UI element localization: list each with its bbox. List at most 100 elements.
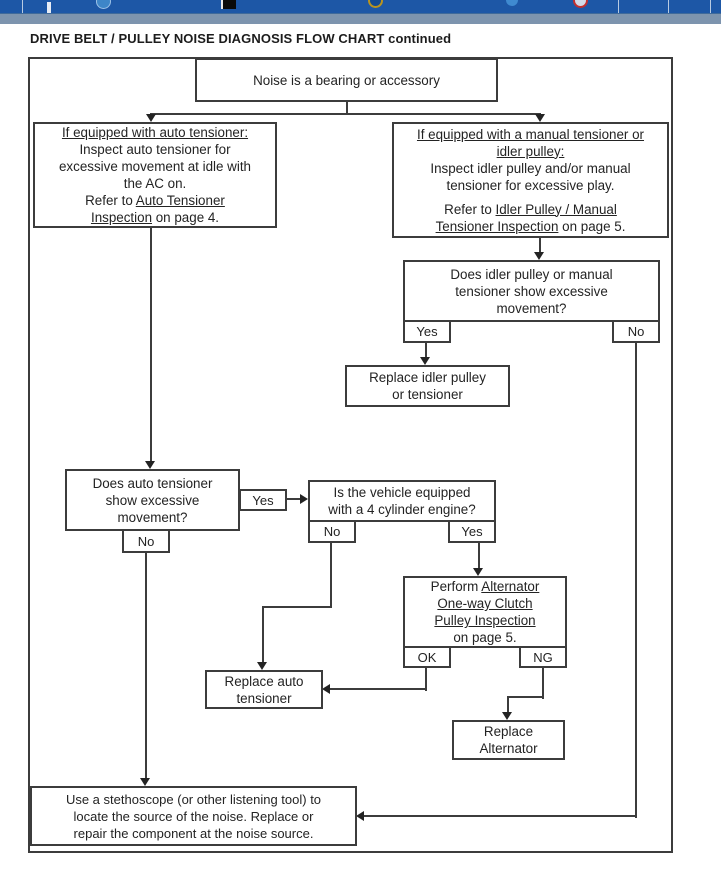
- perform-link: Alternator: [481, 579, 540, 594]
- node-line: Refer to Idler Pulley / Manual: [444, 201, 617, 218]
- arrowhead-to-stethoscope-top: [140, 778, 150, 786]
- arrowhead-to-replace-idler: [420, 357, 430, 365]
- node-line: excessive movement at idle with: [58, 159, 251, 174]
- arrowhead-to-replace-auto-right: [322, 684, 330, 694]
- node-manual-tensioner: If equipped with a manual tensioner or i…: [392, 122, 669, 238]
- node-line: locate the source of the noise. Replace …: [73, 808, 314, 824]
- white-sliver-icon[interactable]: [47, 2, 51, 13]
- node-heading: If equipped with auto tensioner:: [61, 125, 249, 140]
- connector-ok-down: [425, 668, 427, 691]
- node-line: Inspect auto tensioner for: [79, 142, 231, 157]
- arrowhead-to-replace-alternator: [502, 712, 512, 720]
- arrowhead-to-idler-question: [534, 252, 544, 260]
- node-line: tensioner for excessive play.: [446, 177, 615, 193]
- node-line: Perform Alternator: [431, 578, 540, 595]
- node-replace-alternator: Replace Alternator: [452, 720, 565, 760]
- node-line: Replace auto: [224, 673, 304, 689]
- connector-idlerno-left: [362, 815, 637, 817]
- document-icon[interactable]: [221, 0, 236, 9]
- node-perform-inspection: Perform Alternator One-way Clutch Pulley…: [403, 576, 567, 648]
- node-auto-tensioner: If equipped with auto tensioner: Inspect…: [33, 122, 277, 228]
- refer-link: Idler Pulley / Manual: [495, 201, 617, 217]
- connector-auto-to-autoq: [150, 228, 152, 463]
- refer-text: Refer to: [444, 201, 496, 217]
- node-idler-question: Does idler pulley or manual tensioner sh…: [403, 260, 660, 322]
- node-line: Does auto tensioner: [92, 475, 213, 491]
- connector-ng-left: [507, 696, 544, 698]
- node-line: repair the component at the noise source…: [73, 825, 314, 841]
- node-line: Alternator: [479, 741, 538, 756]
- refer-text: on page 5.: [558, 218, 626, 234]
- toolbar-separator: [710, 0, 711, 13]
- node-line: Does idler pulley or manual: [450, 266, 613, 282]
- node-line: tensioner: [236, 690, 292, 706]
- node-replace-auto-tensioner: Replace auto tensioner: [205, 670, 323, 709]
- label-no-vehicle: No: [308, 520, 356, 543]
- node-stethoscope: Use a stethoscope (or other listening to…: [30, 786, 357, 846]
- node-line: with a 4 cylinder engine?: [328, 502, 476, 517]
- label-ok: OK: [403, 646, 451, 668]
- connector-manual-to-idlerq: [539, 238, 541, 254]
- arrowhead-to-auto-question: [145, 461, 155, 469]
- connector-idlerno-down: [635, 342, 637, 818]
- node-line: Tensioner Inspection on page 5.: [436, 218, 626, 235]
- node-line: movement?: [117, 509, 188, 525]
- connector-autoyes-right: [287, 498, 302, 500]
- blue-globe-icon[interactable]: [96, 0, 111, 9]
- node-text: Noise is a bearing or accessory: [253, 72, 440, 88]
- label-no-auto: No: [122, 529, 170, 553]
- node-line: Replace: [483, 724, 534, 739]
- node-line: Replace idler pulley: [369, 370, 486, 385]
- perform-link: Pulley Inspection: [434, 613, 536, 628]
- node-line: tensioner show excessive: [455, 283, 608, 299]
- label-text: No: [627, 324, 645, 339]
- label-text: Yes: [461, 524, 483, 539]
- node-line: Inspection on page 4.: [91, 209, 219, 226]
- node-vehicle-question: Is the vehicle equipped with a 4 cylinde…: [308, 480, 496, 522]
- toolbar-separator: [618, 0, 619, 13]
- node-line: show excessive: [105, 492, 200, 508]
- node-line: Use a stethoscope (or other listening to…: [65, 791, 322, 807]
- connector-ok-left: [328, 688, 427, 690]
- node-line: on page 5.: [453, 630, 517, 645]
- refer-text: on page 4.: [152, 210, 220, 225]
- arrowhead-to-perform-box: [473, 568, 483, 576]
- label-text: Yes: [252, 492, 274, 508]
- connector-start-stub: [346, 102, 348, 115]
- red-badge-icon[interactable]: [573, 0, 588, 8]
- refer-link: Auto Tensioner: [135, 193, 225, 208]
- perform-text: Perform: [430, 579, 482, 594]
- arrowhead-to-stethoscope-right: [356, 811, 364, 821]
- connector-start-split: [150, 113, 541, 115]
- label-text: NG: [533, 649, 553, 665]
- arrowhead-to-manual-box: [535, 114, 545, 122]
- label-ng: NG: [519, 646, 567, 668]
- node-auto-question: Does auto tensioner show excessive movem…: [65, 469, 240, 531]
- node-heading: idler pulley:: [496, 143, 565, 159]
- node-line: or tensioner: [392, 387, 463, 402]
- label-text: No: [323, 524, 341, 539]
- connector-vehicleno-left: [262, 606, 332, 608]
- yellow-circle-icon[interactable]: [368, 0, 383, 8]
- perform-link: One-way Clutch: [437, 596, 533, 611]
- node-heading: If equipped with a manual tensioner or: [416, 126, 645, 142]
- label-yes-vehicle: Yes: [448, 520, 496, 543]
- arrowhead-to-vehicle-question: [300, 494, 308, 504]
- connector-vehicleyes-down: [478, 543, 480, 571]
- refer-link: Inspection: [90, 210, 153, 225]
- label-text: Yes: [416, 324, 438, 339]
- connector-vehicleno-down2: [262, 606, 264, 664]
- refer-link: Tensioner Inspection: [435, 218, 559, 234]
- connector-idleryes-to-replace: [425, 342, 427, 359]
- page-title: DRIVE BELT / PULLEY NOISE DIAGNOSIS FLOW…: [30, 31, 452, 46]
- label-text: No: [137, 533, 155, 549]
- node-line: Inspect idler pulley and/or manual: [430, 160, 631, 176]
- node-line: Refer to Auto Tensioner: [85, 192, 225, 209]
- toolbar-separator: [668, 0, 669, 13]
- blue-dot-icon[interactable]: [506, 0, 518, 6]
- node-line: the AC on.: [123, 176, 187, 191]
- label-text: OK: [417, 649, 437, 665]
- toolbar-separator: [22, 0, 23, 13]
- browser-toolbar: [0, 0, 721, 13]
